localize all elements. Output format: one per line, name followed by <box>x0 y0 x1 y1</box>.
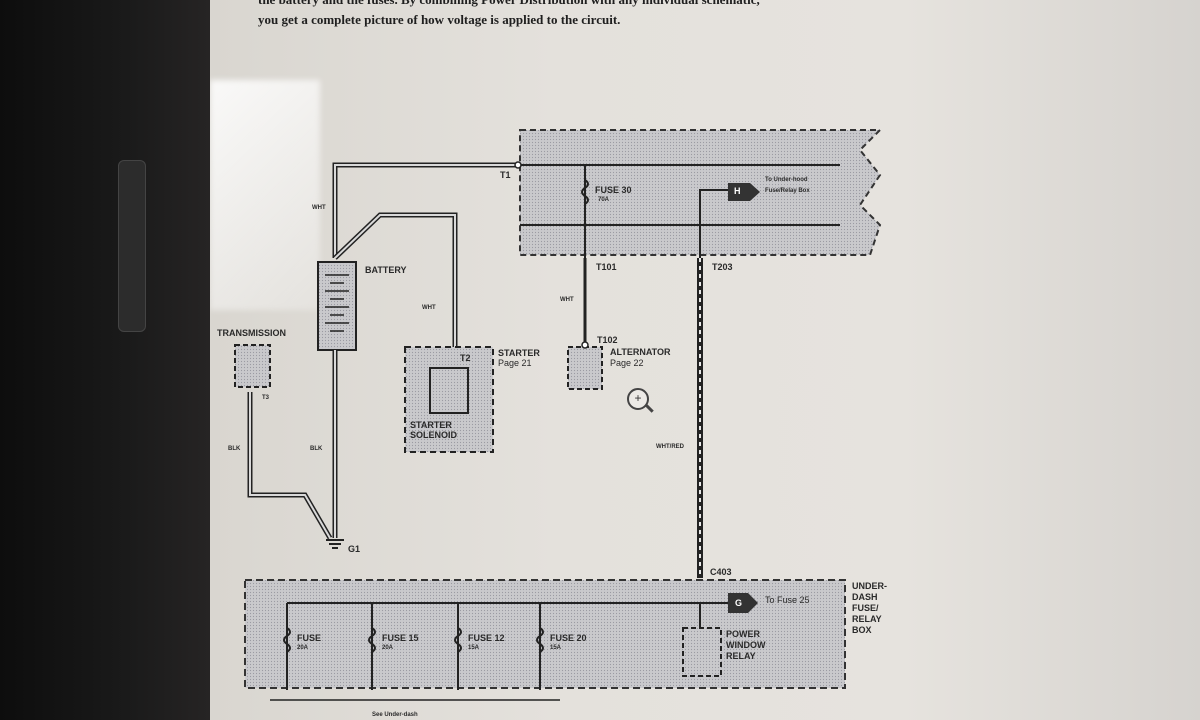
monitor-bezel <box>0 0 210 720</box>
label-alternator-page: Page 22 <box>610 358 644 368</box>
label-see-underdash: See Under-dash <box>372 712 418 718</box>
label-t102: T102 <box>597 335 618 345</box>
label-fuse30: FUSE 30 <box>595 185 632 195</box>
transmission-ground-cable-inner <box>249 392 331 539</box>
label-fuse20-amp: 15A <box>550 645 562 651</box>
label-power-window-3: RELAY <box>726 651 756 661</box>
label-t101: T101 <box>596 262 617 272</box>
label-t3: T3 <box>262 395 270 401</box>
transmission <box>234 344 271 388</box>
label-starter: STARTER <box>498 348 540 358</box>
starter-solenoid <box>429 367 469 414</box>
g-connector <box>728 593 758 613</box>
label-c403: C403 <box>710 567 732 577</box>
label-wht-starter: WHT <box>422 305 436 311</box>
label-starter-solenoid-2: SOLENOID <box>410 430 458 440</box>
label-power-window-1: POWER <box>726 629 761 639</box>
label-starter-solenoid-1: STARTER <box>410 420 452 430</box>
label-fuse30-amp: 70A <box>598 197 610 203</box>
label-t1: T1 <box>500 170 511 180</box>
label-to-underhood: To Under-hood <box>765 177 808 183</box>
label-wht-mid: WHT <box>560 297 574 303</box>
intro-line-1: the battery and the fuses. By combining … <box>258 0 760 8</box>
label-t2: T2 <box>460 353 471 363</box>
battery-positive-cable <box>332 162 518 258</box>
screen-glare <box>210 80 320 310</box>
label-blk-1: BLK <box>228 446 241 452</box>
alternator <box>567 346 603 390</box>
h-connector <box>728 183 760 201</box>
label-transmission: TRANSMISSION <box>217 328 287 338</box>
label-starter-page: Page 21 <box>498 358 532 368</box>
label-to-fuse-25: To Fuse 25 <box>765 595 810 605</box>
label-power-window-2: WINDOW <box>726 640 766 650</box>
label-underdash-4: RELAY <box>852 614 882 624</box>
label-g-connector: G <box>735 598 743 608</box>
label-fuse15: FUSE 15 <box>382 633 419 643</box>
t1-terminal <box>514 161 522 169</box>
label-underdash-2: DASH <box>852 592 878 602</box>
label-alternator: ALTERNATOR <box>610 347 671 357</box>
label-h-connector: H <box>734 186 741 196</box>
label-fuse12: FUSE 12 <box>468 633 505 643</box>
label-t203: T203 <box>712 262 733 272</box>
label-fuse12-amp: 15A <box>468 645 480 651</box>
label-battery: BATTERY <box>365 265 407 275</box>
zoom-in-cursor-icon[interactable]: + <box>627 388 649 410</box>
label-fuse15-amp: 20A <box>382 645 394 651</box>
label-wht-top: WHT <box>312 205 326 211</box>
monitor-edge-button <box>118 160 146 332</box>
battery <box>317 261 357 351</box>
label-fuse-relay-box: Fuse/Relay Box <box>765 188 810 194</box>
ground-symbol-g1 <box>326 539 344 549</box>
battery-cells <box>325 274 349 332</box>
label-blk-2: BLK <box>310 446 323 452</box>
battery-positive-cable-inner <box>334 164 518 258</box>
label-fuse-n-amp: 20A <box>297 645 309 651</box>
label-fuse20: FUSE 20 <box>550 633 587 643</box>
fuse30-symbol <box>581 179 589 205</box>
power-window-relay <box>682 627 722 677</box>
h-connector-wire <box>699 189 735 258</box>
fuse-leads <box>283 603 544 690</box>
intro-line-2: you get a complete picture of how voltag… <box>258 12 621 27</box>
label-wht-red: WHT/RED <box>656 444 684 450</box>
label-g1: G1 <box>348 544 361 554</box>
starter-cable-inner <box>334 214 456 365</box>
label-underdash-1: UNDER- <box>852 581 887 591</box>
label-fuse-n: FUSE <box>297 633 322 643</box>
label-underdash-5: BOX <box>852 625 872 635</box>
label-underdash-3: FUSE/ <box>852 603 879 613</box>
t102-terminal <box>581 341 589 349</box>
